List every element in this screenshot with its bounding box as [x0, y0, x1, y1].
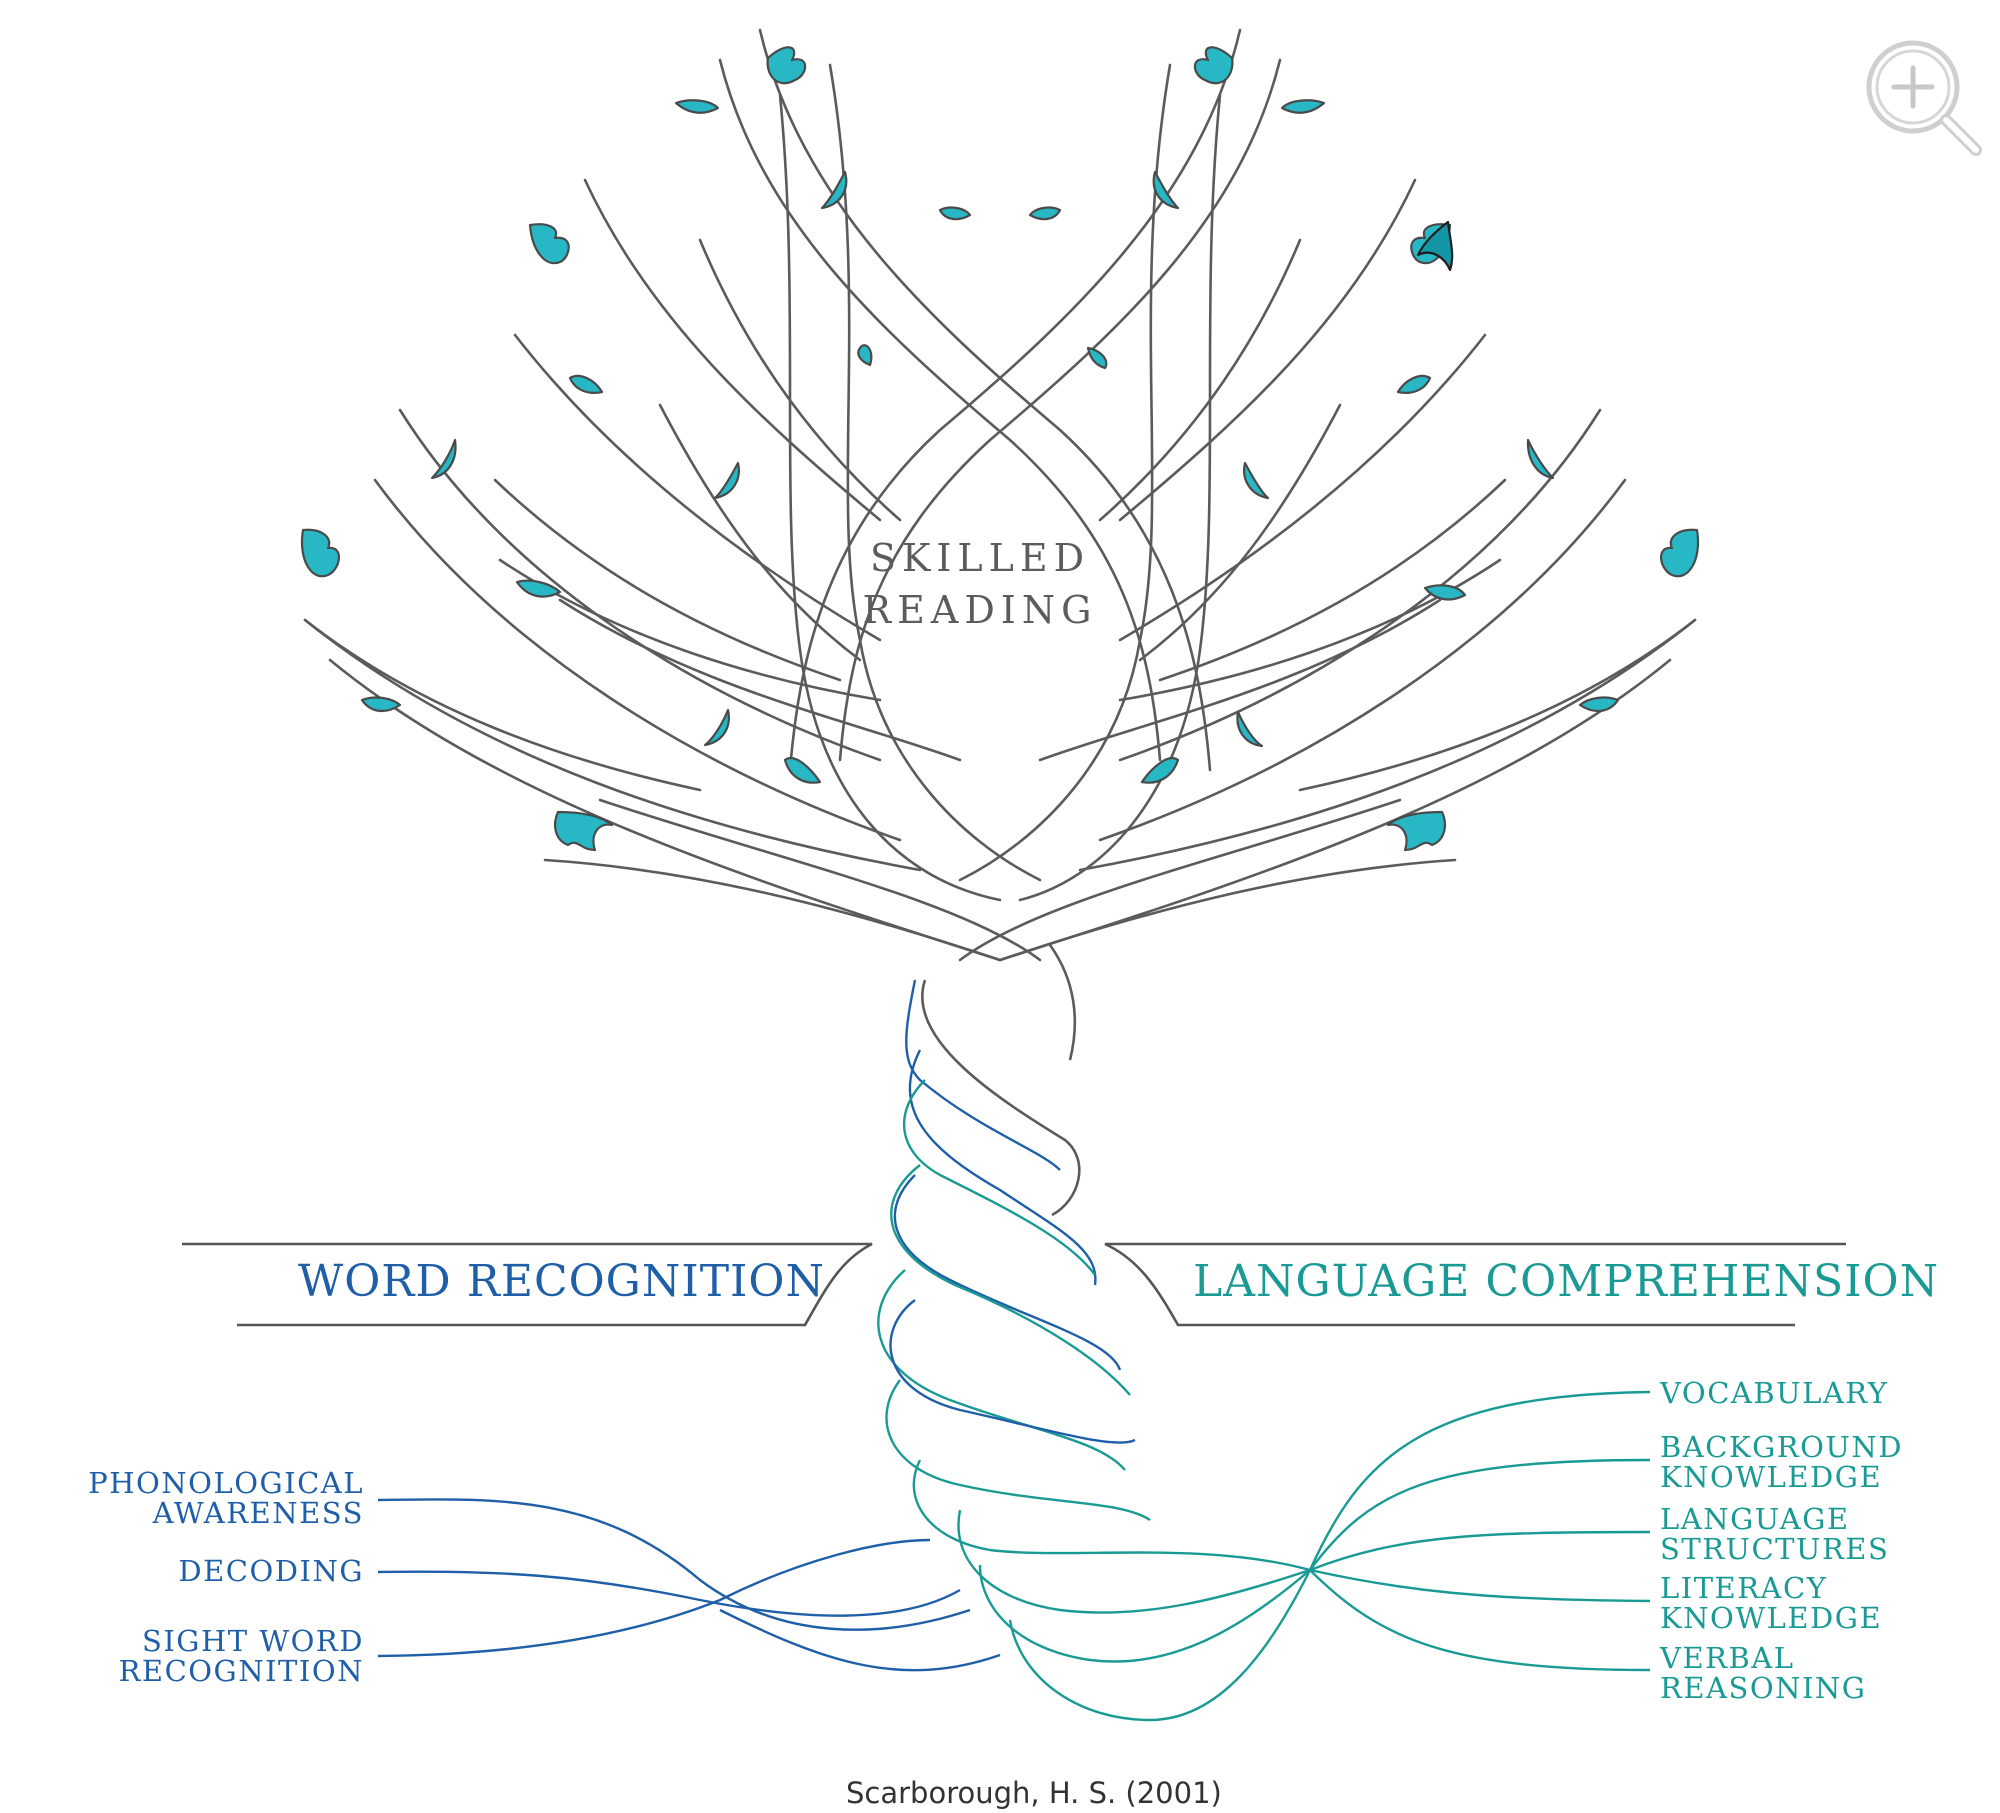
root-label-vocabulary: VOCABULARY [1660, 1376, 1889, 1410]
root-label-literacy-knowledge: LITERACY KNOWLEDGE [1660, 1571, 1883, 1635]
skilled-reading-title: SKILLED READING [850, 532, 1110, 636]
tree-branches [303, 28, 1697, 962]
root-label-background-knowledge: BACKGROUND KNOWLEDGE [1660, 1430, 1903, 1494]
zoom-in-icon [1866, 40, 1982, 156]
root-label-decoding: DECODING [178, 1554, 364, 1588]
rope-trunk [877, 944, 1312, 1722]
banners [182, 1242, 1846, 1327]
language-comprehension-roots [1308, 1390, 1651, 1672]
word-recognition-roots [377, 1498, 1001, 1672]
root-label-sight-word-recognition: SIGHT WORD RECOGNITION [118, 1624, 364, 1688]
citation: Scarborough, H. S. (2001) [846, 1776, 1222, 1810]
root-label-verbal-reasoning: VERBAL REASONING [1660, 1641, 1867, 1705]
root-label-language-structures: LANGUAGE STRUCTURES [1660, 1502, 1890, 1566]
title-line-2: READING [862, 588, 1098, 632]
title-line-1: SKILLED [869, 536, 1091, 580]
root-label-phonological-awareness: PHONOLOGICAL AWARENESS [88, 1466, 364, 1530]
zoom-in-button[interactable] [1858, 32, 1988, 162]
word-recognition-label: WORD RECOGNITION [298, 1256, 826, 1307]
language-comprehension-label: LANGUAGE COMPREHENSION [1193, 1256, 1940, 1307]
leaves [300, 46, 1700, 852]
